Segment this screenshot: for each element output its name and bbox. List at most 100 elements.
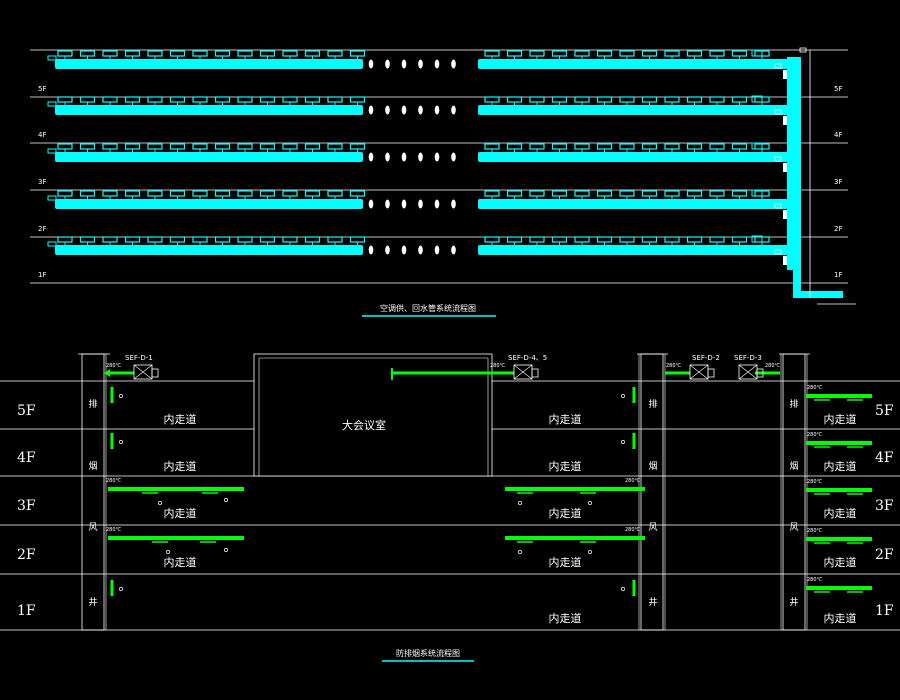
water-diagram-title: 空调供、回水管系统流程图 <box>380 303 476 313</box>
sprinkler-icon <box>119 440 123 444</box>
fan-label: SEF-D-3 <box>734 354 762 362</box>
fan-coil-unit-icon <box>731 143 748 150</box>
water-floor-label-left: 3F <box>38 178 46 186</box>
smoke-floor-label-right: 3F <box>875 498 894 514</box>
smoke-floor-label-left: 2F <box>17 547 36 563</box>
corridor-label: 内走道 <box>164 506 197 520</box>
fan-coil-unit-icon <box>641 190 658 197</box>
sprinkler-icon <box>621 440 625 444</box>
fan-coil-unit-icon <box>304 50 321 57</box>
fan-coil-unit-icon <box>147 96 163 103</box>
fan-coil-unit-icon <box>596 236 613 243</box>
fan-coil-unit-icon <box>304 236 321 243</box>
pipe-break-mark <box>434 245 440 255</box>
fan-coil-unit-icon <box>686 96 703 103</box>
fan-coil-unit-icon <box>282 236 298 243</box>
smoke-diagram-title: 防排烟系统流程图 <box>396 648 460 658</box>
pipe-break-mark <box>418 59 423 69</box>
shaft-char: 排 <box>648 398 657 410</box>
damper-label: 280℃ <box>106 363 122 369</box>
smoke-floor-label-left: 3F <box>17 498 36 514</box>
fan-coil-unit-icon <box>619 143 635 150</box>
fan-coil-unit-icon <box>641 143 658 150</box>
pipe-break-mark <box>451 105 456 115</box>
fan-coil-unit-icon <box>506 50 523 57</box>
supply-return-pipe <box>478 245 788 255</box>
fan-coil-unit-icon <box>529 236 545 243</box>
fan-coil-unit-icon <box>619 96 635 103</box>
pipe-break-mark <box>368 199 374 209</box>
fan-coil-unit-icon <box>79 143 96 150</box>
pipe-break-mark <box>434 59 440 69</box>
fan-coil-unit-icon <box>237 96 253 103</box>
fan-coil-unit-icon <box>192 50 208 57</box>
pipe-break-mark <box>368 105 374 115</box>
supply-return-pipe <box>478 59 788 69</box>
roof-fan-right-a: SEF-D-2 280℃ <box>665 354 720 380</box>
fan-coil-unit-icon <box>709 236 725 243</box>
fan-coil-unit-icon <box>529 96 545 103</box>
fan-coil-unit-icon <box>327 50 343 57</box>
roof-fan-middle: SEF-D-4、5 280℃ <box>391 354 547 380</box>
damper-label: 280℃ <box>625 527 641 533</box>
fan-coil-unit-icon <box>214 50 231 57</box>
sprinkler-icon <box>518 501 522 505</box>
fan-coil-unit-icon <box>304 96 321 103</box>
fan-coil-unit-icon <box>282 143 298 150</box>
shaft-char: 烟 <box>789 460 798 472</box>
water-floor-label-left: 4F <box>38 131 46 139</box>
pipe-break-mark <box>401 152 407 162</box>
pipe-break-mark <box>401 59 407 69</box>
smoke-floor-label-right: 2F <box>875 547 894 563</box>
fan-coil-unit-icon <box>596 96 613 103</box>
pipe-end-icon <box>751 235 763 243</box>
smoke-floor-label-right: 4F <box>875 450 894 466</box>
damper-label: 280℃ <box>106 527 122 533</box>
pipe-break-mark <box>451 152 456 162</box>
supply-return-pipe <box>478 199 788 209</box>
fan-coil-unit-icon <box>214 96 231 103</box>
fan-coil-unit-icon <box>79 96 96 103</box>
shaft-char: 排 <box>789 398 798 410</box>
roof-fan-right-b: SEF-D-3 280℃ <box>734 354 781 380</box>
fan-coil-unit-icon <box>304 143 321 150</box>
fan-coil-unit-icon <box>686 143 703 150</box>
fan-coil-unit-icon <box>169 190 186 197</box>
fan-coil-unit-icon <box>237 50 253 57</box>
fan-coil-unit-icon <box>619 236 635 243</box>
fan-coil-unit-icon <box>574 236 590 243</box>
corridor-label: 内走道 <box>164 412 197 426</box>
shaft-char: 烟 <box>648 460 657 472</box>
damper-label: 280℃ <box>490 363 506 369</box>
corridor-label: 内走道 <box>824 412 857 426</box>
water-piping-diagram: 5F 4F 3F 2F 1F 5F 4F 3F 2F 1F 空调供、回水管系统流… <box>30 47 856 317</box>
corridor-label: 内走道 <box>549 459 582 473</box>
smoke-shaft-middle <box>640 353 664 631</box>
fan-coil-unit-icon <box>709 96 725 103</box>
fan-coil-unit-icon <box>596 143 613 150</box>
fan-coil-unit-icon <box>574 50 590 57</box>
shaft-char: 井 <box>88 596 97 608</box>
fan-coil-unit-icon <box>124 190 141 197</box>
fan-coil-unit-icon <box>664 96 680 103</box>
fan-coil-unit-icon <box>282 96 298 103</box>
pipe-break-mark <box>368 245 374 255</box>
fan-coil-unit-icon <box>124 236 141 243</box>
pipe-break-mark <box>418 199 423 209</box>
fan-coil-unit-icon <box>79 190 96 197</box>
fan-coil-unit-icon <box>282 50 298 57</box>
pipe-break-mark <box>385 59 390 69</box>
fan-coil-unit-icon <box>709 190 725 197</box>
pipe-break-mark <box>385 199 390 209</box>
pipe-break-mark <box>418 245 423 255</box>
damper-label: 280℃ <box>666 363 682 369</box>
pipe-end-icon <box>751 189 763 197</box>
fan-coil-unit-icon <box>709 143 725 150</box>
roof-fan-left: SEF-D-1 280℃ <box>104 354 159 380</box>
water-floor-label-right: 3F <box>834 178 842 186</box>
corridor-label: 内走道 <box>549 555 582 569</box>
pipe-break-mark <box>434 105 440 115</box>
water-floor-label-left: 5F <box>38 85 46 93</box>
corridor-label: 内走道 <box>549 412 582 426</box>
pipe-break-mark <box>418 105 423 115</box>
